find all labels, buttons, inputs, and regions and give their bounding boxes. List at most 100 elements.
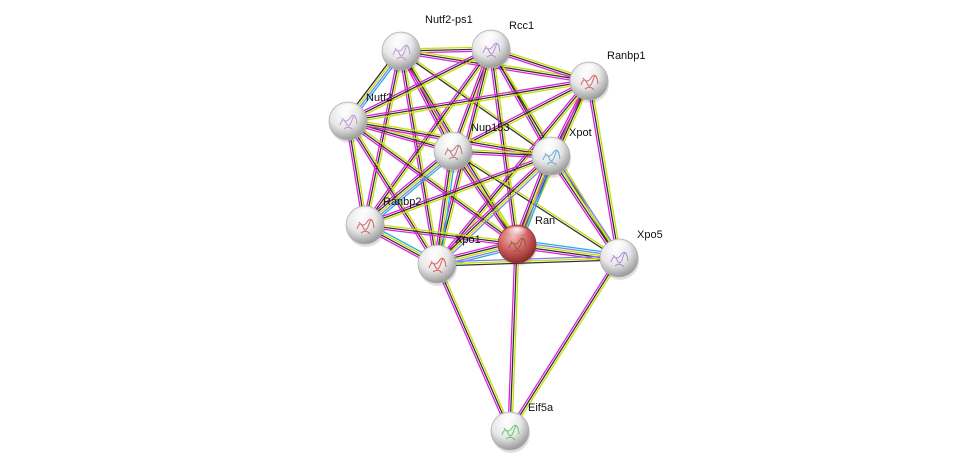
edge-line-textmining [511, 258, 622, 433]
node-nup153[interactable]: Nup153 [433, 122, 510, 173]
protein-structure-icon [392, 44, 411, 61]
edge-ranbp1-xpo5[interactable] [586, 80, 622, 259]
node-label: Xpot [569, 127, 592, 139]
edge-line-textmining [438, 262, 513, 431]
edge-line-textmining [436, 257, 620, 265]
edge-nutf2-ps1-xpo1[interactable] [398, 50, 440, 265]
node-highlight [539, 138, 563, 153]
edge-line-textmining [511, 244, 520, 432]
node-label: Xpo1 [455, 234, 481, 246]
node-highlight [389, 33, 413, 48]
protein-structure-icon [428, 257, 447, 274]
edge-nutf2-ran[interactable] [346, 118, 519, 247]
node-highlight [607, 240, 631, 255]
node-label: Rcc1 [509, 20, 534, 32]
edge-line-coexpression [364, 155, 552, 226]
edge-line-experiments [362, 47, 490, 225]
edge-xpot-xpo1[interactable] [434, 153, 554, 267]
edge-ranbp1-nutf2[interactable] [347, 78, 590, 124]
edge-nutf2-xpo1[interactable] [345, 119, 440, 266]
edge-line-coexpression [364, 224, 518, 245]
edge-line-coexpression [509, 257, 620, 432]
edge-line-coexpression [435, 154, 551, 264]
edge-line-textmining [437, 156, 553, 266]
edge-line-experiments [507, 243, 516, 431]
edge-ranbp2-ran[interactable] [364, 222, 518, 247]
node-highlight [425, 246, 449, 261]
edge-line-textmining [348, 118, 519, 243]
edge-line-coexpression [437, 259, 620, 267]
node-label: Nutf2 [366, 92, 392, 104]
protein-structure-icon [542, 149, 561, 166]
node-nutf2[interactable]: Nutf2 [328, 92, 392, 143]
edge-line-experiments [362, 50, 400, 225]
edge-line-textmining [401, 49, 552, 156]
edge-xpo5-eif5a[interactable] [507, 256, 622, 433]
edge-line-textmining [365, 157, 552, 228]
node-highlight [353, 207, 377, 222]
protein-structure-icon [339, 114, 358, 131]
edge-line-homology [552, 153, 623, 257]
edge-line-coexpression [452, 151, 619, 260]
protein-structure-icon [508, 237, 527, 254]
edge-line-databases [367, 153, 456, 229]
node-highlight [577, 63, 601, 78]
edge-xpot-ranbp2[interactable] [364, 153, 552, 228]
node-highlight [479, 31, 503, 46]
edge-line-coexpression [347, 48, 492, 122]
edge-line-coexpression [436, 263, 511, 432]
node-label: Nutf2-ps1 [425, 14, 473, 26]
edge-line-experiments [346, 122, 517, 247]
protein-structure-icon [356, 218, 375, 235]
edge-line-textmining [365, 222, 518, 243]
node-ranbp1[interactable]: Ranbp1 [569, 50, 646, 103]
edge-nutf2-ps1-ranbp2[interactable] [362, 50, 404, 226]
edge-rcc1-nutf2[interactable] [346, 46, 493, 124]
edge-line-experiments [488, 49, 550, 158]
edge-line-homology [438, 157, 554, 267]
node-highlight [505, 226, 529, 241]
node-label: Ranbp1 [607, 50, 646, 62]
edge-ran-eif5a[interactable] [507, 243, 520, 432]
node-label: Nup153 [471, 122, 510, 134]
node-eif5a[interactable]: Eif5a [490, 402, 554, 453]
edge-line-experiments [347, 78, 589, 120]
edge-xpot-xpo5[interactable] [547, 153, 623, 261]
edges-layer [345, 46, 623, 433]
edge-line-textmining [590, 80, 622, 258]
protein-structure-icon [501, 424, 520, 441]
node-label: Xpo5 [637, 229, 663, 241]
edge-line-coexpression [588, 80, 620, 259]
node-label: Ran [535, 215, 555, 227]
protein-structure-icon [580, 74, 599, 91]
edge-line-textmining [348, 82, 590, 124]
edge-line-coexpression [400, 50, 438, 265]
node-label: Ranbp2 [383, 196, 422, 208]
edge-line-textmining [366, 51, 404, 226]
node-xpot[interactable]: Xpot [531, 127, 592, 178]
node-xpo5[interactable]: Xpo5 [599, 229, 663, 280]
edge-line-experiments [346, 46, 491, 120]
node-xpo1[interactable]: Xpo1 [417, 234, 481, 286]
node-nutf2-ps1[interactable]: Nutf2-ps1 [381, 14, 473, 73]
node-ran[interactable]: Ran [497, 215, 555, 266]
node-ranbp2[interactable]: Ranbp2 [345, 196, 422, 247]
edge-line-textmining [366, 49, 494, 227]
protein-structure-icon [610, 251, 629, 268]
edge-line-textmining [402, 50, 440, 264]
edge-line-textmining [349, 119, 440, 264]
edge-line-coexpression [364, 50, 402, 226]
edge-xpo1-eif5a[interactable] [434, 262, 513, 433]
protein-structure-icon [482, 42, 501, 59]
edge-line-coexpression [347, 80, 590, 122]
edge-line-experiments [451, 78, 589, 150]
edge-line-experiments [434, 153, 550, 263]
node-highlight [498, 413, 522, 428]
node-rcc1[interactable]: Rcc1 [471, 20, 534, 71]
edge-line-textmining [551, 155, 621, 258]
edge-line-experiments [345, 121, 436, 266]
edge-line-experiments [434, 264, 509, 433]
edge-line-experiments [488, 49, 516, 245]
